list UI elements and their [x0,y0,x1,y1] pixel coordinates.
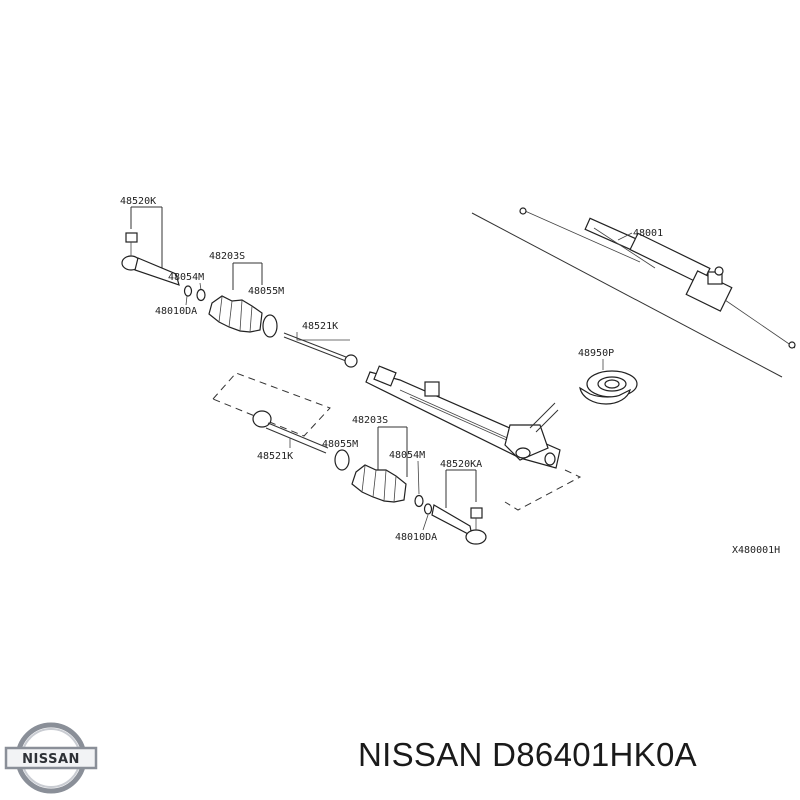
logo-text: NISSAN [22,752,80,767]
clamp-large-upper-part [262,314,278,338]
label-tie-rod-end-lower: 48520KA [440,459,482,470]
label-clamp-large-upper: 48055M [248,286,284,297]
grommet-illustration [579,370,638,405]
tie-rod-end-upper-illustration [121,232,180,286]
label-boot-upper: 48203S [209,251,245,262]
label-diagram-code: X480001H [732,545,780,556]
label-clamp-large-lower: 48055M [322,439,358,450]
label-tie-rod-end-upper: 48520K [120,196,156,207]
label-boot-lower: 48203S [352,415,388,426]
tie-rod-end-lower-illustration [431,504,487,545]
part-number-caption: NISSAN D86401HK0A [358,736,697,773]
label-nut-upper: 48010DA [155,306,197,317]
label-grommet: 48950P [578,348,614,359]
label-clamp-small-lower: 48054M [389,450,425,461]
nut-lower-part [423,503,433,515]
nissan-logo: NISSAN [4,722,98,794]
label-inner-tie-rod-upper: 48521K [302,321,338,332]
label-gear-assembly: 48001 [633,228,663,239]
inner-tie-rod-upper-illustration [283,332,358,368]
label-clamp-small-upper: 48054M [168,272,204,283]
rack-housing-illustration [365,365,561,469]
clamp-large-lower-part [334,449,350,471]
label-nut-lower: 48010DA [395,532,437,543]
label-inner-tie-rod-lower: 48521K [257,451,293,462]
boot-upper-illustration [208,295,263,333]
nut-upper-part [183,285,193,297]
boot-lower-illustration [351,464,407,503]
clamp-small-upper-part [196,288,206,302]
gear-assembly-illustration [471,207,796,378]
inner-tie-rod-lower-illustration [252,410,329,454]
clamp-small-lower-part [414,494,424,508]
